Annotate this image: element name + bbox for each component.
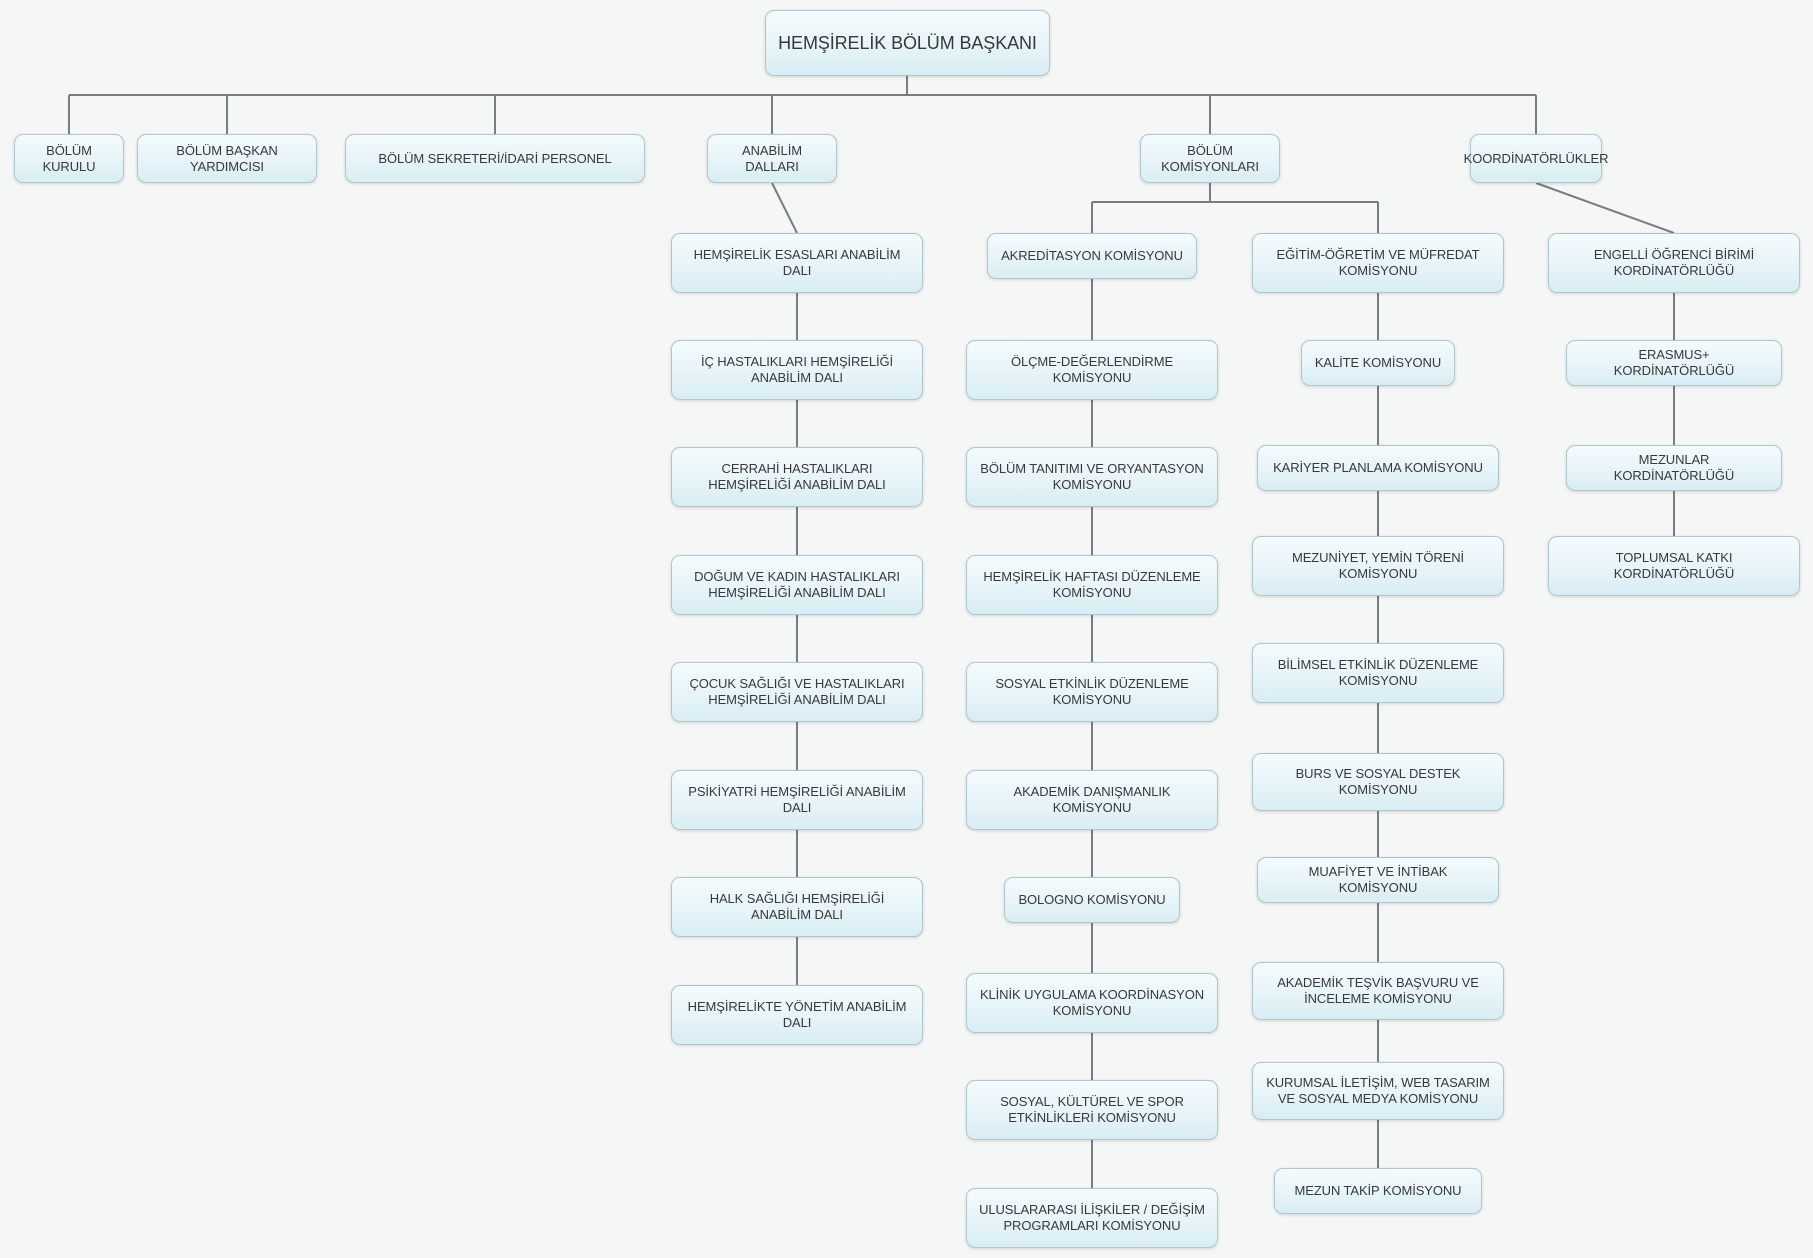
org-node-anabilim-dallari: ANABİLİM DALLARI <box>707 134 837 183</box>
org-node-bolum-kurulu: BÖLÜM KURULU <box>14 134 124 183</box>
org-node-kariyer-planlama: KARİYER PLANLAMA KOMİSYONU <box>1257 445 1499 491</box>
org-node-dogum-kadin: DOĞUM VE KADIN HASTALIKLARI HEMŞİRELİĞİ … <box>671 555 923 615</box>
org-node-root: HEMŞİRELİK BÖLÜM BAŞKANI <box>765 10 1050 76</box>
org-node-psikiyatri: PSİKİYATRİ HEMŞİRELİĞİ ANABİLİM DALI <box>671 770 923 830</box>
org-node-akademik-danismanlik: AKADEMİK DANIŞMANLIK KOMİSYONU <box>966 770 1218 830</box>
spine-root <box>68 76 1537 134</box>
org-node-toplumsal-katki: TOPLUMSAL KATKI KORDİNATÖRLÜĞÜ <box>1548 536 1800 596</box>
org-node-kurumsal-iletisim: KURUMSAL İLETİŞİM, WEB TASARIM VE SOSYAL… <box>1252 1062 1504 1120</box>
org-node-bolum-tanitimi: BÖLÜM TANITIMI VE ORYANTASYON KOMİSYONU <box>966 447 1218 507</box>
org-node-halk-sagligi: HALK SAĞLIĞI HEMŞİRELİĞİ ANABİLİM DALI <box>671 877 923 937</box>
org-node-sosyal-kulturel-spor: SOSYAL, KÜLTÜREL VE SPOR ETKİNLİKLERİ KO… <box>966 1080 1218 1140</box>
org-node-hemsirelik-haftasi: HEMŞİRELİK HAFTASI DÜZENLEME KOMİSYONU <box>966 555 1218 615</box>
org-node-bolum-komisyonlari: BÖLÜM KOMİSYONLARI <box>1140 134 1280 183</box>
org-node-cocuk-sagligi: ÇOCUK SAĞLIĞI VE HASTALIKLARI HEMŞİRELİĞ… <box>671 662 923 722</box>
spine-komisyon-split <box>1091 183 1379 233</box>
org-node-hemsirelikte-yonetim: HEMŞİRELİKTE YÖNETİM ANABİLİM DALI <box>671 985 923 1045</box>
org-node-mezunlar: MEZUNLAR KORDİNATÖRLÜĞÜ <box>1566 445 1782 491</box>
org-node-cerrahi-hastaliklari: CERRAHİ HASTALIKLARI HEMŞİRELİĞİ ANABİLİ… <box>671 447 923 507</box>
org-node-akreditasyon: AKREDİTASYON KOMİSYONU <box>987 233 1197 279</box>
org-node-ic-hastaliklari: İÇ HASTALIKLARI HEMŞİRELİĞİ ANABİLİM DAL… <box>671 340 923 400</box>
org-node-burs-sosyal-destek: BURS VE SOSYAL DESTEK KOMİSYONU <box>1252 753 1504 811</box>
org-node-engelli-ogrenci: ENGELLİ ÖĞRENCİ BİRİMİ KORDİNATÖRLÜĞÜ <box>1548 233 1800 293</box>
org-node-akademik-tesvik: AKADEMİK TEŞVİK BAŞVURU VE İNCELEME KOMİ… <box>1252 962 1504 1020</box>
org-node-bolum-baskan-yardimcisi: BÖLÜM BAŞKAN YARDIMCISI <box>137 134 317 183</box>
org-node-hemsirelik-esaslari: HEMŞİRELİK ESASLARI ANABİLİM DALI <box>671 233 923 293</box>
org-node-koordinatorlukler: KOORDİNATÖRLÜKLER <box>1464 134 1608 183</box>
org-node-bolum-sekreteri: BÖLÜM SEKRETERİ/İDARİ PERSONEL <box>345 134 645 183</box>
org-node-egitim-ogretim: EĞİTİM-ÖĞRETİM VE MÜFREDAT KOMİSYONU <box>1252 233 1504 293</box>
org-node-uluslararasi-iliskiler: ULUSLARARASI İLİŞKİLER / DEĞİŞİM PROGRAM… <box>966 1188 1218 1248</box>
org-node-mezun-takip: MEZUN TAKİP KOMİSYONU <box>1274 1168 1482 1214</box>
org-node-bilimsel-etkinlik: BİLİMSEL ETKİNLİK DÜZENLEME KOMİSYONU <box>1252 643 1504 703</box>
org-node-olcme-degerlendirme: ÖLÇME-DEĞERLENDİRME KOMİSYONU <box>966 340 1218 400</box>
org-node-sosyal-etkinlik: SOSYAL ETKİNLİK DÜZENLEME KOMİSYONU <box>966 662 1218 722</box>
org-node-kalite: KALİTE KOMİSYONU <box>1301 340 1455 386</box>
org-node-mezuniyet-yemin: MEZUNİYET, YEMİN TÖRENİ KOMİSYONU <box>1252 536 1504 596</box>
org-node-klinik-uygulama: KLİNİK UYGULAMA KOORDİNASYON KOMİSYONU <box>966 973 1218 1033</box>
org-node-muafiyet-intibak: MUAFİYET VE İNTİBAK KOMİSYONU <box>1257 857 1499 903</box>
org-node-erasmus: ERASMUS+ KORDİNATÖRLÜĞÜ <box>1566 340 1782 386</box>
org-node-bologno: BOLOGNO KOMİSYONU <box>1004 877 1180 923</box>
